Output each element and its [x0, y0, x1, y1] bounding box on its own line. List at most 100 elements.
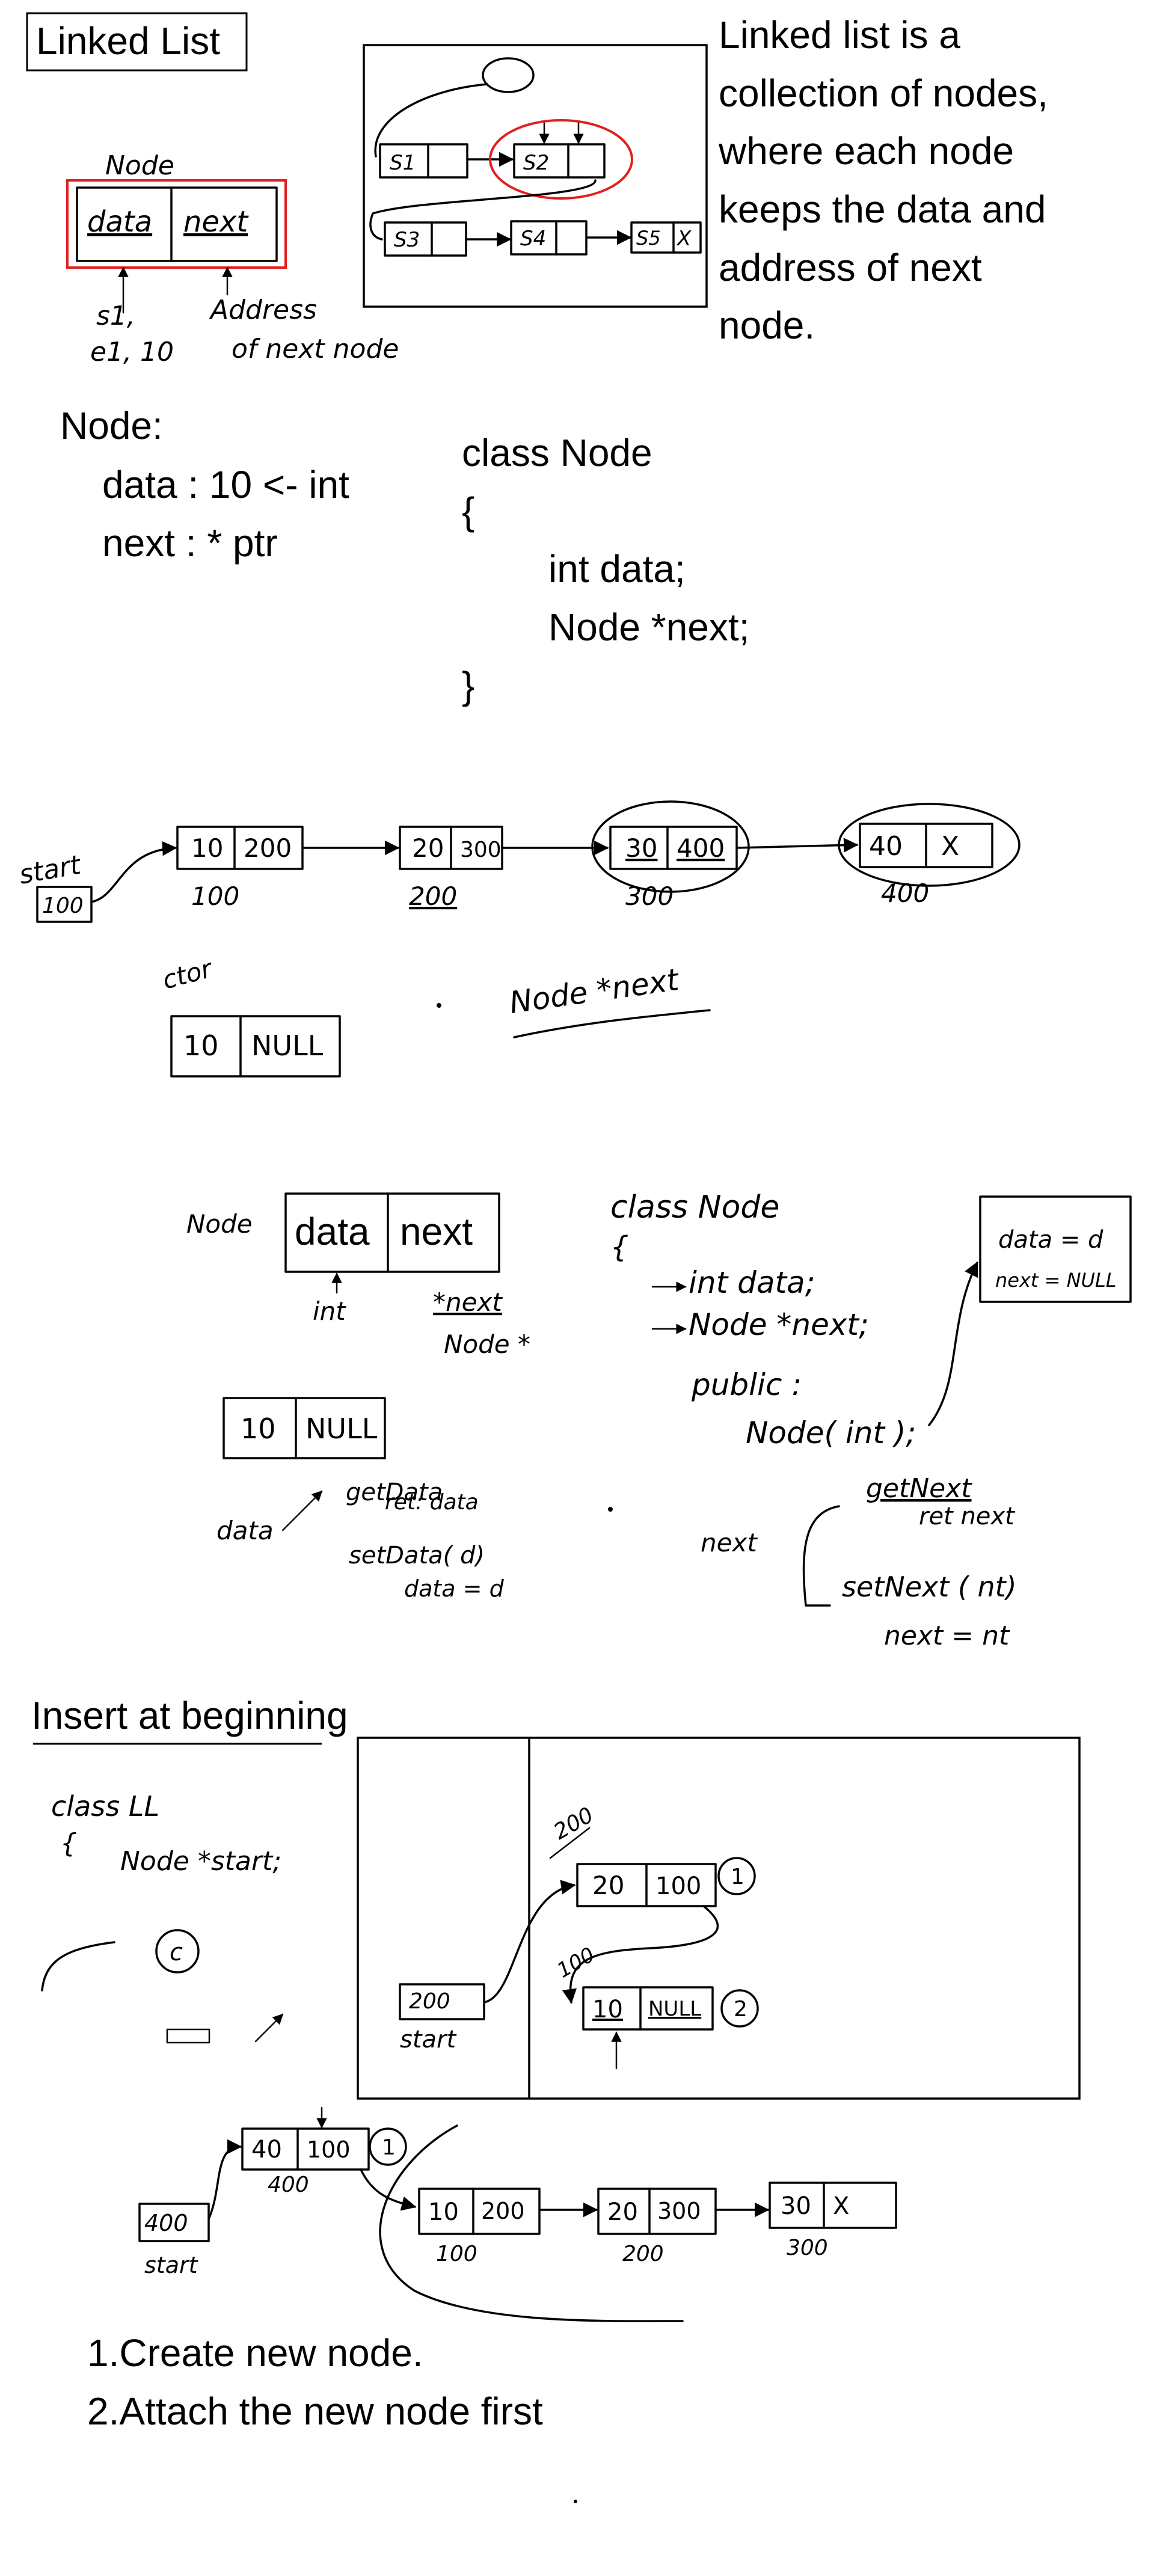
- section-linked-list: Linked List Linked list is a collection …: [26, 12, 1048, 707]
- section-chain-example: start 100 10 200 100 20 300 200 30 400 3…: [17, 800, 1021, 1078]
- code-line: }: [462, 664, 474, 707]
- step-line: 2.Attach the new node first: [87, 2390, 543, 2433]
- code-line: class LL: [51, 1790, 159, 1823]
- data-example: s1,: [96, 301, 135, 331]
- section-title: Linked List: [36, 19, 220, 63]
- box-start-label: start: [400, 2026, 456, 2053]
- chain-start-pointer: 400 start: [138, 2139, 242, 2278]
- chain-node-next: 100: [307, 2136, 351, 2163]
- node-data: 20: [412, 833, 444, 863]
- section-node-class: Node data next int *next Node * 10 NULL …: [186, 1189, 1132, 1651]
- box-node-step: 2: [734, 1997, 747, 2022]
- chain-node-next: X: [833, 2192, 849, 2220]
- code-line: {: [60, 1828, 77, 1859]
- section-insert-beginning: Insert at beginning class LL { Node *sta…: [31, 1694, 1081, 2503]
- node-next: 300: [460, 838, 502, 862]
- node-address: 100: [191, 882, 239, 911]
- chain-start-value: 400: [144, 2210, 188, 2236]
- ctor-label: ctor: [159, 953, 216, 995]
- definition-line: keeps the data and: [719, 188, 1046, 231]
- code-line: public :: [691, 1367, 802, 1402]
- chain-node: 10 200 100: [176, 826, 304, 911]
- data-label: data: [216, 1516, 274, 1545]
- list-sketch-frame: [363, 44, 708, 308]
- node-data: 40: [869, 831, 903, 862]
- node-next: 400: [677, 833, 725, 863]
- node-label: Node: [186, 1209, 253, 1239]
- code-line: Node *start;: [120, 1846, 281, 1877]
- sketch-node-s4: S4: [510, 220, 588, 256]
- data-method: setData( d): [349, 1542, 485, 1569]
- chain-node: 10 200 100: [418, 2188, 541, 2266]
- next-method: next = nt: [884, 1621, 1010, 1651]
- step-line: 1.Create new node.: [87, 2331, 423, 2375]
- sketch-null-mark: X: [676, 227, 692, 251]
- sketch-node-label: S3: [394, 228, 420, 252]
- node-field-next: next: [400, 1210, 473, 1253]
- node-field-data: data: [295, 1210, 370, 1253]
- sample-node: 10 NULL: [223, 1397, 386, 1459]
- ctor-body-line: next = NULL: [995, 1269, 1117, 1292]
- box-start-value: 200: [409, 1989, 450, 2014]
- box-node: 10 NULL 2 100: [553, 1943, 759, 2070]
- node-field-next: next: [183, 205, 249, 239]
- data-method: data = d: [404, 1575, 505, 1602]
- node-field-data: data: [87, 205, 152, 239]
- next-note: of next node: [232, 334, 399, 364]
- code-line: class Node: [462, 431, 652, 474]
- ctor-body-line: data = d: [998, 1226, 1103, 1254]
- node-prop-next: next : * ptr: [102, 521, 278, 565]
- start-pointer-box: [36, 886, 93, 923]
- code-line: {: [610, 1230, 629, 1264]
- circle-label: c: [170, 1939, 183, 1966]
- next-method: ret next: [919, 1503, 1015, 1530]
- chain-node-data: 10: [428, 2198, 459, 2226]
- code-line: Node *next;: [548, 606, 749, 649]
- definition-line: where each node: [718, 129, 1014, 173]
- sketch-node-label: S4: [520, 227, 546, 251]
- box-node-next: NULL: [648, 1997, 701, 2021]
- data-method: getData: [346, 1479, 443, 1506]
- node-label: Node: [105, 150, 174, 181]
- chain-node-next: 200: [481, 2198, 525, 2224]
- ctor-body-box: [979, 1195, 1132, 1303]
- box-node: 20 100 1 200: [549, 1803, 756, 1907]
- next-label: next: [701, 1528, 758, 1557]
- field-type: *next: [433, 1287, 503, 1317]
- code-line: class Node: [610, 1189, 779, 1225]
- next-method: getNext: [866, 1473, 972, 1504]
- sketch-node-s1: S1: [379, 143, 468, 179]
- box-node-step: 1: [731, 1865, 744, 1889]
- box-node-address: 200: [550, 1803, 598, 1845]
- node-box: [76, 186, 278, 262]
- sketch-highlight-circle: [489, 119, 633, 200]
- chain-node-next: 300: [657, 2198, 701, 2224]
- box-node-next: 100: [655, 1872, 701, 1900]
- data-method: ret: data: [385, 1490, 479, 1515]
- next-note: Address: [209, 295, 317, 325]
- sample-data: 10: [241, 1412, 276, 1445]
- code-line: int data;: [548, 547, 686, 590]
- next-declaration: Node *next: [508, 962, 683, 1020]
- data-example: e1, 10: [90, 337, 174, 367]
- definition-line: address of next: [719, 246, 982, 289]
- definition-line: node.: [719, 304, 815, 347]
- node-address: 400: [881, 879, 929, 908]
- start-value: 100: [42, 894, 84, 918]
- chain-node-data: 40: [251, 2136, 282, 2164]
- ctor-data: 10: [183, 1029, 219, 1062]
- node-next: X: [941, 831, 959, 862]
- ctor-next: NULL: [251, 1029, 324, 1062]
- code-line: int data;: [689, 1265, 815, 1300]
- field-type: int: [313, 1296, 346, 1326]
- node-data: 30: [625, 833, 657, 863]
- chain-node: 40 100 400 1: [241, 2106, 407, 2197]
- chain-node-data: 20: [607, 2198, 638, 2226]
- node-highlight-frame: [66, 179, 287, 269]
- code-line: {: [462, 489, 474, 533]
- node-data: 10: [191, 833, 223, 863]
- chain-node-address: 200: [622, 2242, 664, 2266]
- chain-node: 20 300 200: [399, 826, 503, 911]
- chain-node: 20 300 200: [597, 2188, 717, 2266]
